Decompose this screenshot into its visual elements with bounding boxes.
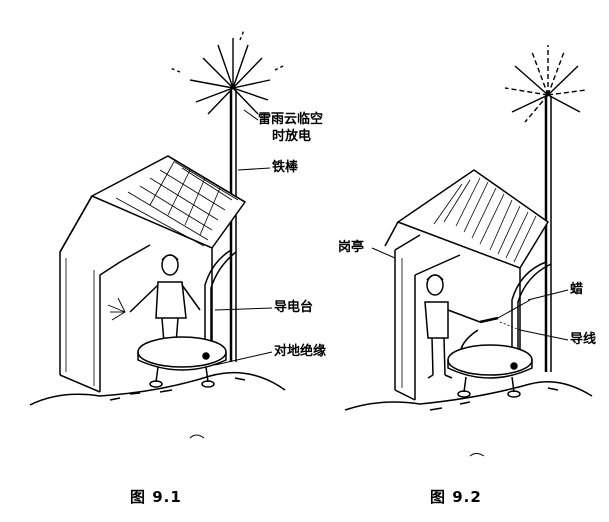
conductive-platform-left (137, 336, 227, 388)
leader-wax (527, 289, 569, 301)
spark-burst-right (504, 45, 587, 123)
label-spark: 雷雨云临空 (258, 112, 324, 127)
person-right (424, 274, 481, 379)
leader-hut (371, 247, 396, 259)
iron-rod-left (229, 90, 237, 362)
conductor-bar-left (204, 249, 237, 355)
hut-roof-right (384, 169, 550, 269)
label-iron-rod: 铁棒 (272, 160, 299, 175)
caption-figure-9-2: 图 9.2 (430, 488, 482, 506)
leader-platform (214, 307, 273, 311)
label-sentry-hut: 岗亭 (338, 240, 365, 255)
spark-burst-left (169, 29, 286, 115)
wax-stick-right (479, 299, 531, 331)
label-wax: 蜡 (570, 282, 584, 297)
label-wire: 导线 (570, 332, 597, 347)
conductor-bar-right (511, 261, 552, 360)
caption-figure-9-1: 图 9.1 (130, 488, 182, 506)
conductive-platform-right (447, 344, 533, 398)
leader-wire (519, 329, 569, 341)
leader-spark (243, 109, 259, 121)
leader-insulation (214, 351, 273, 366)
label-spark-line2: 时放电 (272, 129, 312, 144)
leader-rod (237, 167, 271, 171)
hand-spark-left (107, 297, 126, 321)
hut-walls-right (394, 234, 521, 401)
ground-left (29, 371, 286, 439)
iron-rod-right (544, 96, 552, 372)
hut-walls-left (59, 195, 213, 393)
ground-right (344, 381, 593, 457)
label-ground-insulation: 对地绝缘 (274, 344, 327, 359)
label-conductive-platform: 导电台 (274, 300, 314, 315)
